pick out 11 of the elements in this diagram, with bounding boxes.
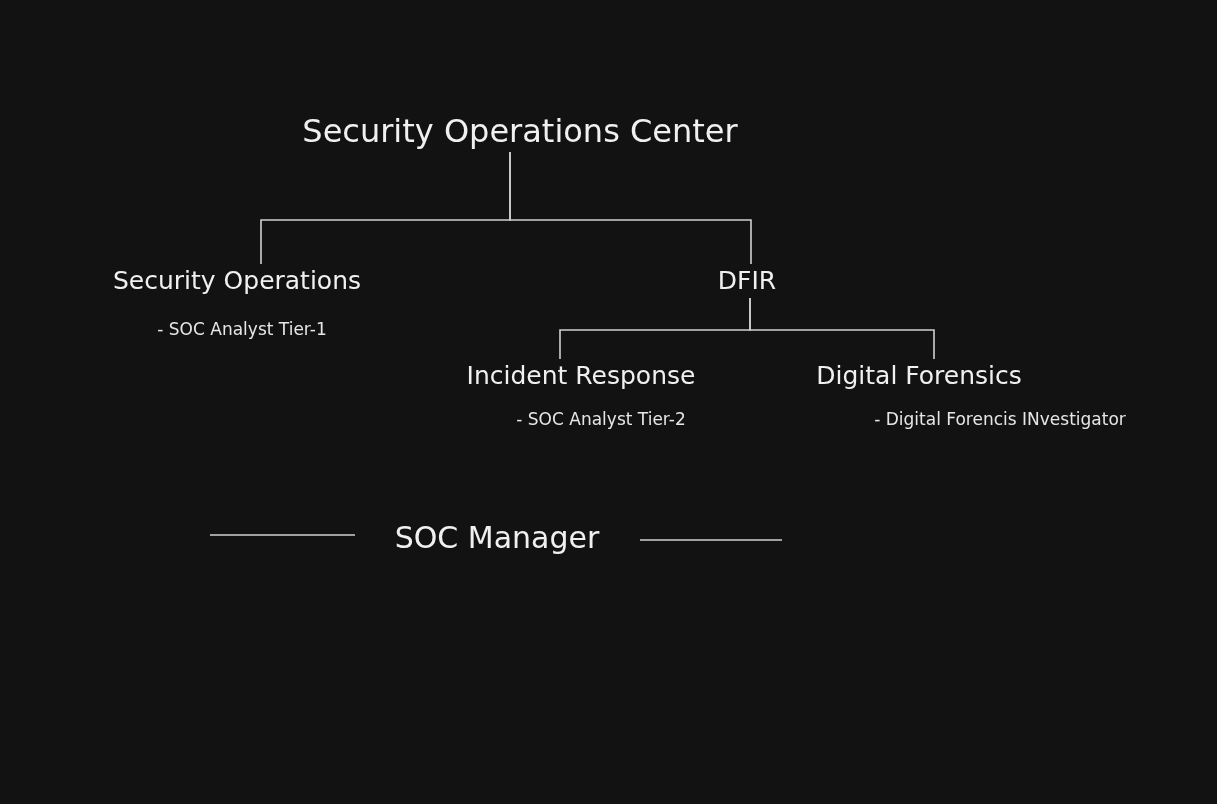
role-text: - Digital Forencis INvestigator <box>874 409 1126 430</box>
node-heading: Security Operations <box>113 266 361 296</box>
role-text: - SOC Analyst Tier-1 <box>157 319 327 340</box>
node-heading: Digital Forensics <box>816 361 1022 391</box>
node-heading: Incident Response <box>466 361 696 391</box>
connector-line <box>509 151 752 265</box>
section-heading: SOC Manager <box>394 520 600 556</box>
role-text: - SOC Analyst Tier-2 <box>516 409 686 430</box>
node-heading: DFIR <box>717 266 777 296</box>
connector-line <box>749 297 935 360</box>
node-heading: Security Operations Center <box>302 112 738 151</box>
